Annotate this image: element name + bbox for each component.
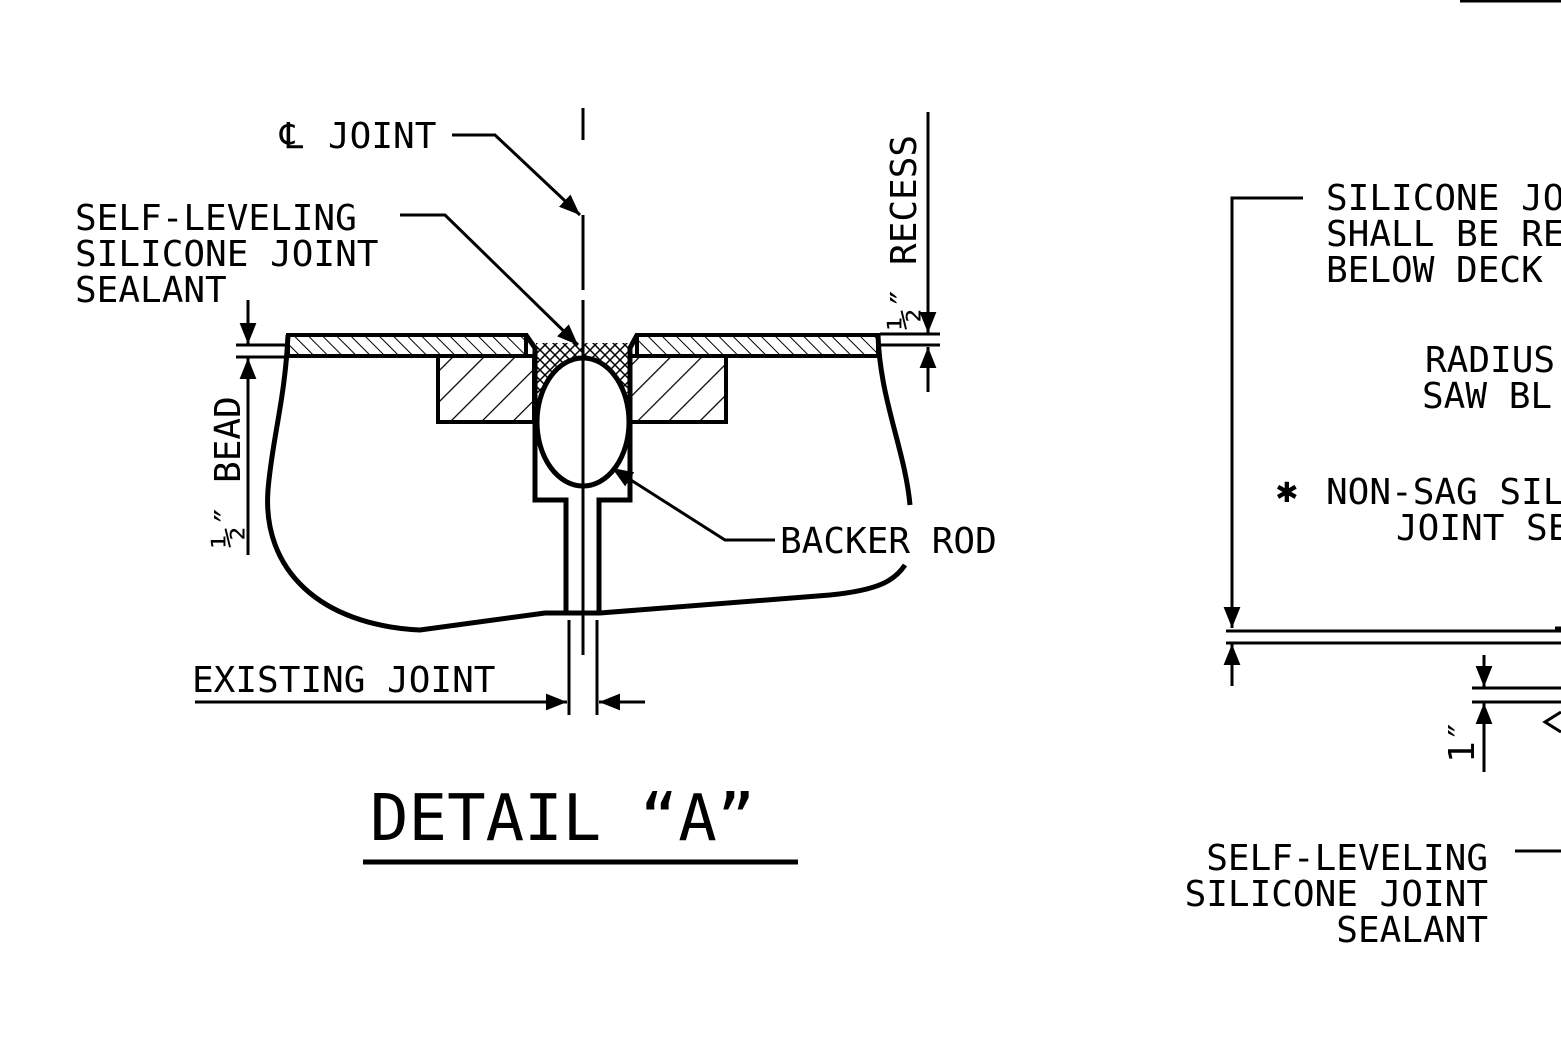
note-line-1: SILICONE JO [1326,178,1561,219]
bead-label: ½″ BEAD [208,396,249,548]
joint-channel [523,333,569,613]
overlay-left [286,333,528,358]
non-sag-line-2: JOINT SE [1396,508,1561,549]
concrete-outline [265,334,908,633]
detail-a: ℄ JOINT SELF-LEVELING SILICONE JOINT SEA… [75,108,997,865]
non-sag-line-1: NON-SAG SIL [1326,472,1561,513]
self-leveling-b-line-1: SELF-LEVELING [1206,838,1488,879]
recess-label: ½″ RECESS [884,135,925,330]
existing-joint-label: EXISTING JOINT [192,660,495,701]
dimension-1in-label: 1″ [1442,720,1483,763]
hatched-block-left [436,354,536,424]
hatched-block-right [628,354,728,424]
overlay-right [635,333,880,358]
self-leveling-b-line-2: SILICONE JOINT [1185,874,1488,915]
joint-channel-right [596,333,640,613]
self-leveling-b-line-3: SEALANT [1336,910,1488,951]
backer-rod-label: BACKER ROD [780,521,997,562]
self-leveling-line-1: SELF-LEVELING [75,198,357,239]
non-sag-marker: ✱ [1276,470,1298,511]
cl-joint-label: JOINT [328,116,436,157]
centerline-symbol: ℄ [279,116,303,157]
note-line-2: SHALL BE RE [1326,214,1561,255]
radius-line-2: SAW BL [1422,376,1552,417]
note-line-3: BELOW DECK [1326,250,1543,291]
self-leveling-line-2: SILICONE JOINT [75,234,378,275]
self-leveling-line-3: SEALANT [75,270,227,311]
detail-a-title: DETAIL “A” [370,782,755,856]
radius-line-1: RADIUS [1425,340,1555,381]
concrete-outline-right [875,334,913,506]
detail-b: SILICONE JO SHALL BE RE BELOW DECK RADIU… [1185,0,1561,951]
